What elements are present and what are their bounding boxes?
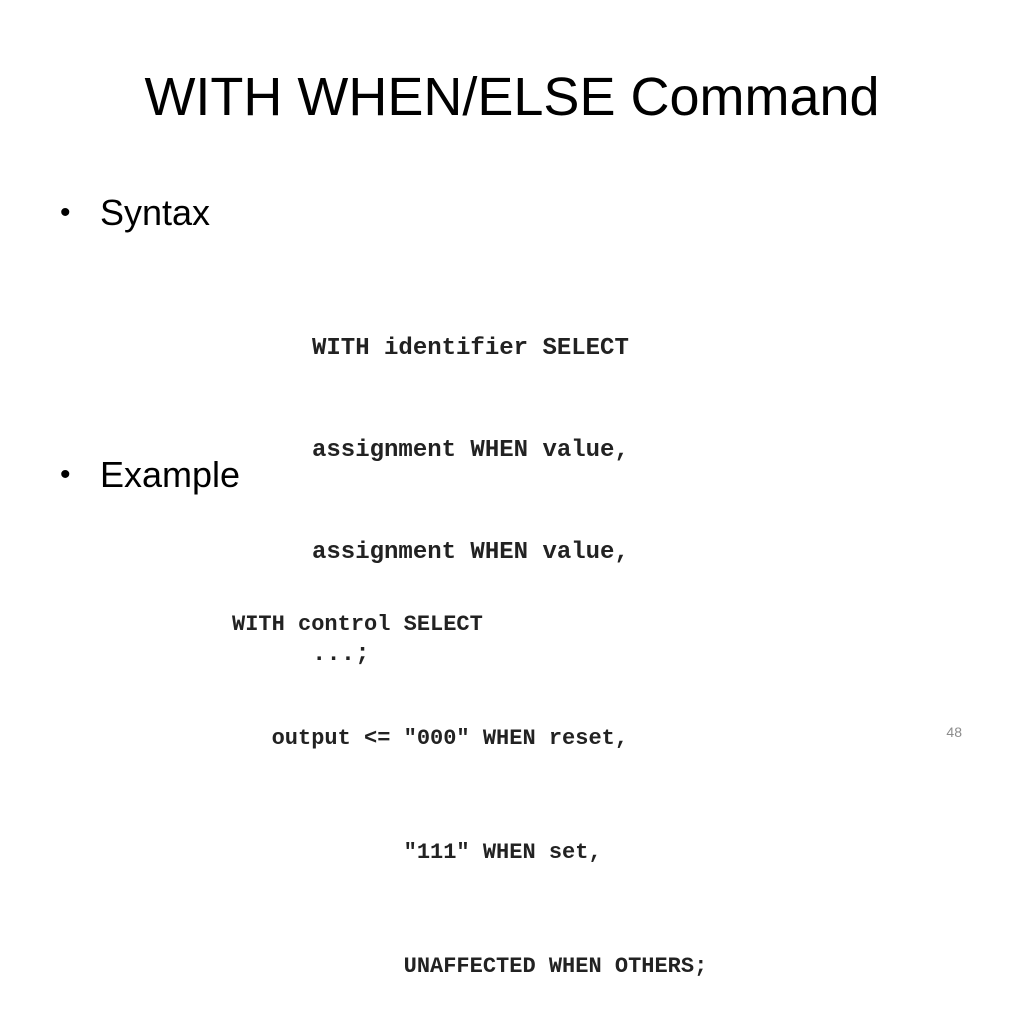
bullet-example: • Example (60, 453, 240, 497)
syntax-code-line: assignment WHEN value, (312, 437, 629, 464)
bullet-syntax: • Syntax (60, 191, 210, 235)
bullet-marker: • (60, 458, 71, 491)
syntax-code-block: WITH identifier SELECT assignment WHEN v… (312, 264, 629, 706)
example-code-line: UNAFFECTED WHEN OTHERS; (232, 954, 708, 979)
slide-title: WITH WHEN/ELSE Command (144, 67, 880, 127)
page-number: 48 (946, 724, 962, 740)
example-code-line: output <= "000" WHEN reset, (232, 726, 629, 751)
example-code-block: WITH control SELECT output <= "000" WHEN… (232, 530, 707, 1024)
example-code-line: "111" WHEN set, (232, 840, 602, 865)
bullet-label-example: Example (100, 454, 241, 495)
syntax-code-line: WITH identifier SELECT (312, 335, 629, 362)
syntax-code-line: assignment WHEN value, (312, 539, 629, 566)
bullet-label-syntax: Syntax (100, 192, 211, 233)
bullet-marker: • (60, 196, 71, 229)
syntax-code-line: ...; (312, 641, 370, 668)
example-code-line: WITH control SELECT (232, 612, 483, 637)
